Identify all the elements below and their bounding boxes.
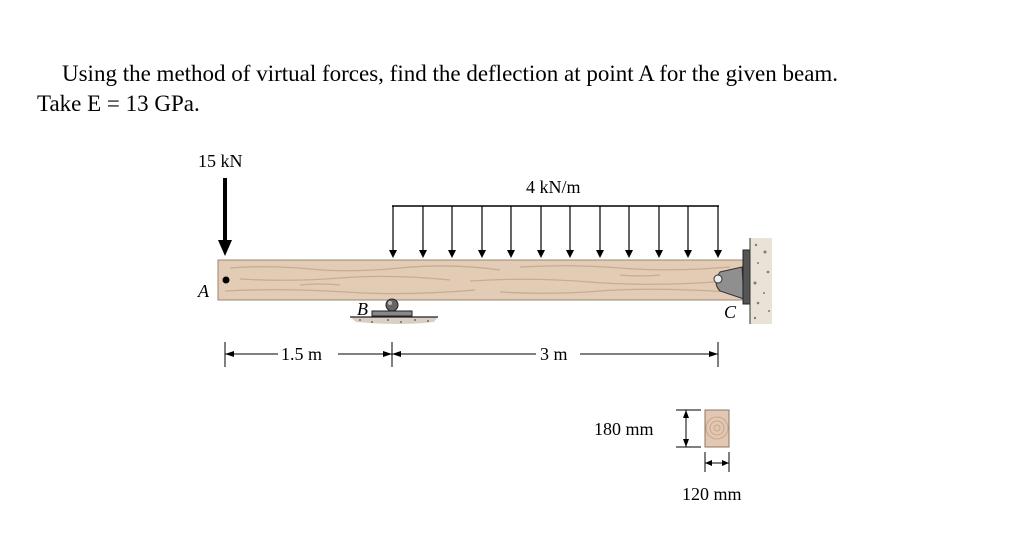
section-height-dimension bbox=[676, 409, 701, 448]
problem-statement-line-2: Take E = 13 GPa. bbox=[37, 91, 200, 116]
section-height-label: 180 mm bbox=[594, 419, 654, 439]
distributed-load-arrows bbox=[389, 205, 722, 258]
point-b-label: B bbox=[357, 299, 368, 319]
problem-statement-line-1: Using the method of virtual forces, find… bbox=[62, 61, 839, 86]
point-c-label: C bbox=[724, 302, 737, 322]
point-a-label: A bbox=[197, 281, 210, 301]
point-load-label: 15 kN bbox=[198, 151, 243, 171]
section-width-label: 120 mm bbox=[682, 484, 742, 504]
wood-beam bbox=[217, 259, 751, 301]
point-load-arrow bbox=[218, 178, 232, 256]
distributed-load-label: 4 kN/m bbox=[526, 177, 581, 197]
pin-support-c bbox=[713, 238, 772, 324]
span-dimension-line bbox=[224, 342, 719, 367]
span-bc-label: 3 m bbox=[540, 344, 568, 364]
roller-support-b bbox=[350, 298, 438, 324]
section-width-dimension bbox=[704, 452, 730, 472]
cross-section bbox=[704, 409, 730, 448]
span-ab-label: 1.5 m bbox=[281, 344, 322, 364]
